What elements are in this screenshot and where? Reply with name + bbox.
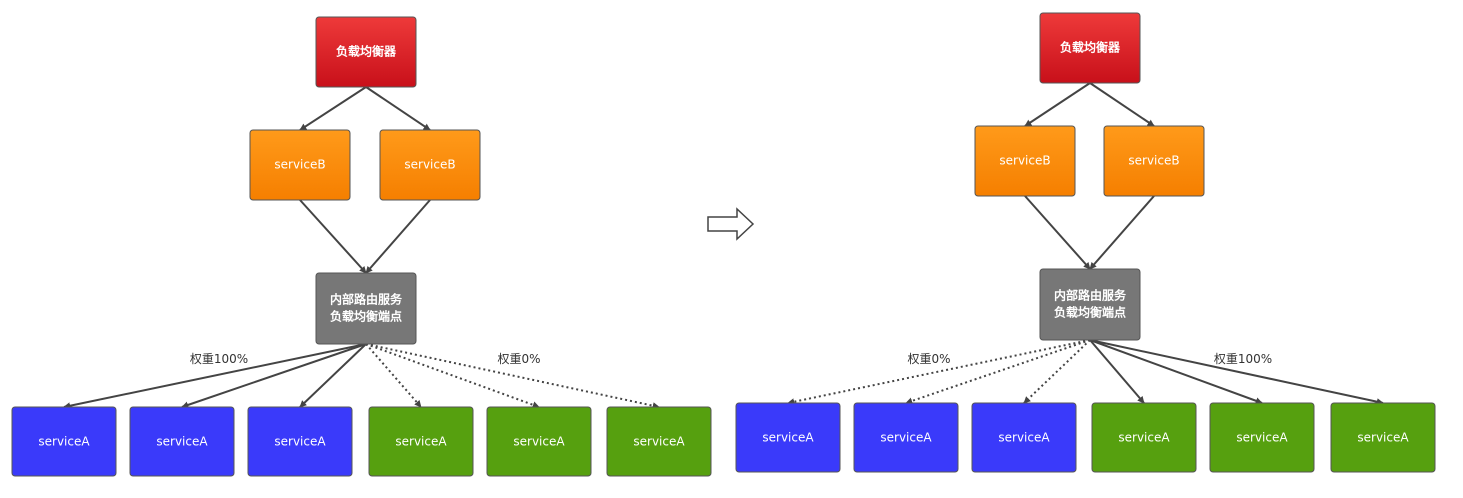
left-serviceb-1: serviceB: [249, 129, 351, 201]
edge-lb-to-serviceb-1: [299, 86, 367, 131]
left-router: 内部路由服务 负载均衡端点: [315, 272, 417, 345]
edge-serviceb2-to-router: [365, 199, 431, 274]
right-servicea-4-label: serviceA: [1118, 431, 1170, 445]
edge-router-to-servicea-1: [787, 339, 1091, 406]
left-servicea-3-label: serviceA: [274, 435, 326, 449]
right-servicea-5: serviceA: [1209, 402, 1315, 473]
right-load-balancer: 负载均衡器: [1039, 12, 1141, 84]
left-load-balancer-label: 负载均衡器: [336, 44, 397, 59]
left-servicea-4: serviceA: [368, 406, 474, 477]
left-servicea-2: serviceA: [129, 406, 235, 477]
left-servicea-2-label: serviceA: [156, 435, 208, 449]
left-servicea-6-label: serviceA: [633, 435, 685, 449]
edge-lb-to-serviceb-1: [1024, 82, 1091, 127]
right-servicea-2-label: serviceA: [880, 431, 932, 445]
edge-serviceb1-to-router: [299, 199, 367, 274]
right-servicea-3-label: serviceA: [998, 431, 1050, 445]
right-router-line-1: 内部路由服务: [1054, 288, 1127, 303]
edge-router-to-servicea-6: [1089, 339, 1384, 406]
edge-router-to-servicea-1: [63, 343, 367, 410]
right-servicea-6-label: serviceA: [1357, 431, 1409, 445]
right-serviceb-1: serviceB: [974, 125, 1076, 197]
left-servicea-6: serviceA: [606, 406, 712, 477]
edge-serviceb1-to-router: [1024, 195, 1091, 270]
left-router-line-2: 负载均衡端点: [330, 309, 402, 324]
right-router-line-2: 负载均衡端点: [1054, 305, 1126, 320]
edge-serviceb2-to-router: [1089, 195, 1155, 270]
edge-router-to-servicea-3: [1023, 339, 1091, 404]
right-servicea-1: serviceA: [735, 402, 841, 473]
left-load-balancer: 负载均衡器: [315, 16, 417, 88]
edge-router-to-servicea-2: [181, 343, 367, 409]
left-servicea-3: serviceA: [247, 406, 353, 477]
right-weight-green-label: 权重100%: [1214, 352, 1272, 366]
left-servicea-4-label: serviceA: [395, 435, 447, 449]
right-diagram: 负载均衡器 serviceB serviceB 内部路由服务 负载均衡端点 权重…: [735, 12, 1436, 473]
edge-router-to-servicea-5: [365, 343, 540, 409]
left-router-line-1: 内部路由服务: [330, 292, 403, 307]
left-servicea-5: serviceA: [486, 406, 592, 477]
left-servicea-5-label: serviceA: [513, 435, 565, 449]
right-serviceb-2: serviceB: [1103, 125, 1205, 197]
left-serviceb-2: serviceB: [379, 129, 481, 201]
left-diagram: 负载均衡器 serviceB serviceB 内部路由服务 负载均衡端点 权重…: [11, 16, 712, 477]
right-edges: [787, 82, 1384, 406]
left-weight-green-label: 权重0%: [497, 352, 540, 366]
edge-router-to-servicea-4: [1089, 339, 1145, 404]
right-servicea-6: serviceA: [1330, 402, 1436, 473]
right-servicea-2: serviceA: [853, 402, 959, 473]
left-serviceb-2-label: serviceB: [404, 158, 455, 172]
left-edges: [63, 86, 660, 410]
right-servicea-3: serviceA: [971, 402, 1077, 473]
right-servicea-5-label: serviceA: [1236, 431, 1288, 445]
edge-router-to-servicea-4: [365, 343, 422, 408]
edge-lb-to-serviceb-2: [365, 86, 431, 131]
transition-arrow-icon: [707, 207, 755, 241]
left-servicea-1: serviceA: [11, 406, 117, 477]
edge-router-to-servicea-5: [1089, 339, 1263, 405]
right-weight-blue-label: 权重0%: [907, 352, 950, 366]
edge-lb-to-serviceb-2: [1089, 82, 1155, 127]
left-weight-blue-label: 权重100%: [190, 352, 248, 366]
edge-router-to-servicea-3: [299, 343, 367, 408]
right-servicea-4: serviceA: [1091, 402, 1197, 473]
right-router: 内部路由服务 负载均衡端点: [1039, 268, 1141, 341]
left-serviceb-1-label: serviceB: [274, 158, 325, 172]
left-servicea-1-label: serviceA: [38, 435, 90, 449]
right-serviceb-1-label: serviceB: [999, 154, 1050, 168]
right-serviceb-2-label: serviceB: [1128, 154, 1179, 168]
right-load-balancer-label: 负载均衡器: [1060, 40, 1121, 55]
edge-router-to-servicea-2: [905, 339, 1091, 405]
right-servicea-1-label: serviceA: [762, 431, 814, 445]
